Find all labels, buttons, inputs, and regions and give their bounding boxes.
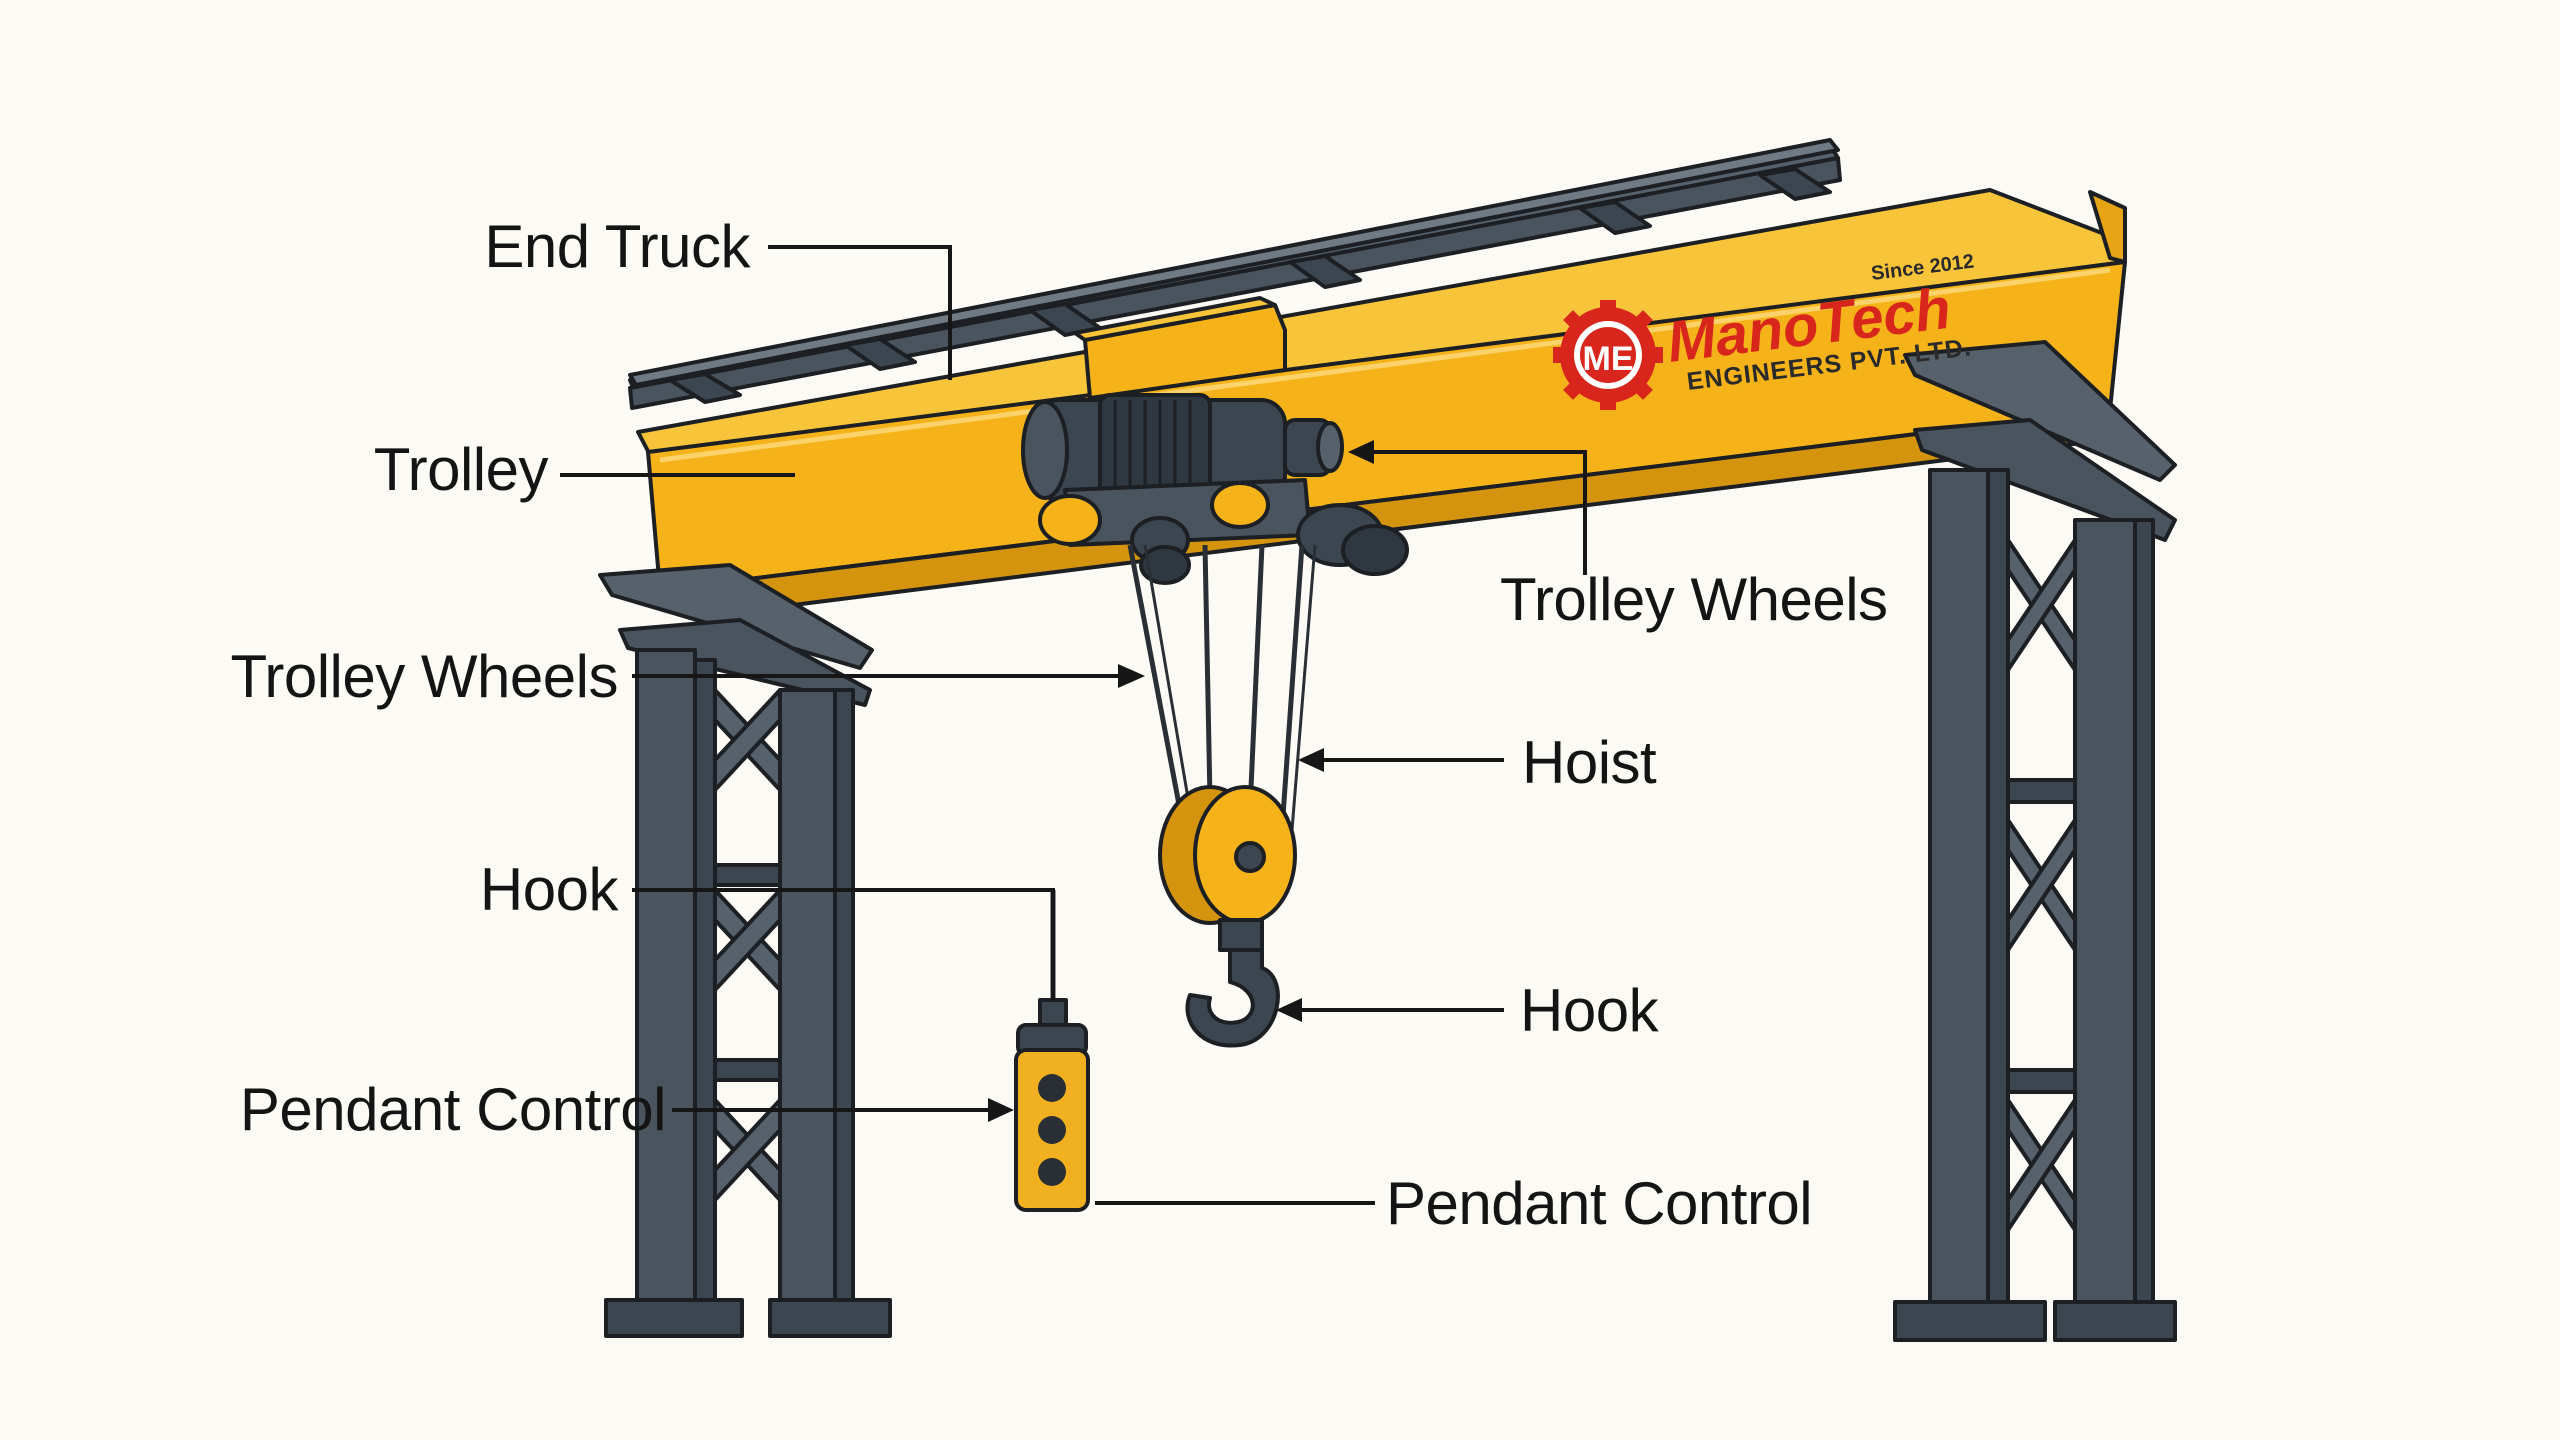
- label-hook-right: Hook: [1520, 977, 1660, 1044]
- leader-trolley-wheels-right: [1370, 450, 1587, 575]
- leader-hook-left: [632, 888, 1055, 1000]
- leader-end-truck: [768, 245, 952, 380]
- hoist-ropes: [1127, 544, 1317, 831]
- hook-block: [1158, 785, 1297, 952]
- pendant-button-icon: [1038, 1074, 1066, 1102]
- label-trolley-wheels-right: Trolley Wheels: [1500, 566, 1888, 633]
- label-hoist: Hoist: [1522, 729, 1657, 796]
- left-support-column: [598, 563, 892, 1338]
- label-end-truck: End Truck: [484, 213, 751, 280]
- right-support-column: [1893, 340, 2177, 1342]
- leader-lines: [560, 245, 1587, 1205]
- main-girder: [636, 188, 2127, 620]
- label-trolley: Trolley: [374, 436, 549, 503]
- label-hook-left: Hook: [480, 856, 620, 923]
- hook: [1185, 948, 1280, 1048]
- pendant-button-icon: [1038, 1116, 1066, 1144]
- label-trolley-wheels-left: Trolley Wheels: [230, 643, 618, 710]
- brand-monogram: ME: [1583, 340, 1634, 378]
- label-pendant-control-right: Pendant Control: [1386, 1170, 1812, 1237]
- pendant-button-icon: [1038, 1158, 1066, 1186]
- callout-labels: End Truck Trolley Trolley Wheels Hook Pe…: [230, 213, 1888, 1237]
- end-truck: [628, 138, 1842, 410]
- manotech-logo: ME ManoTech ENGINEERS PVT. LTD. Since 20…: [1553, 251, 1975, 410]
- label-pendant-control-left: Pendant Control: [240, 1076, 666, 1143]
- trolley-wheels: [1038, 481, 1409, 585]
